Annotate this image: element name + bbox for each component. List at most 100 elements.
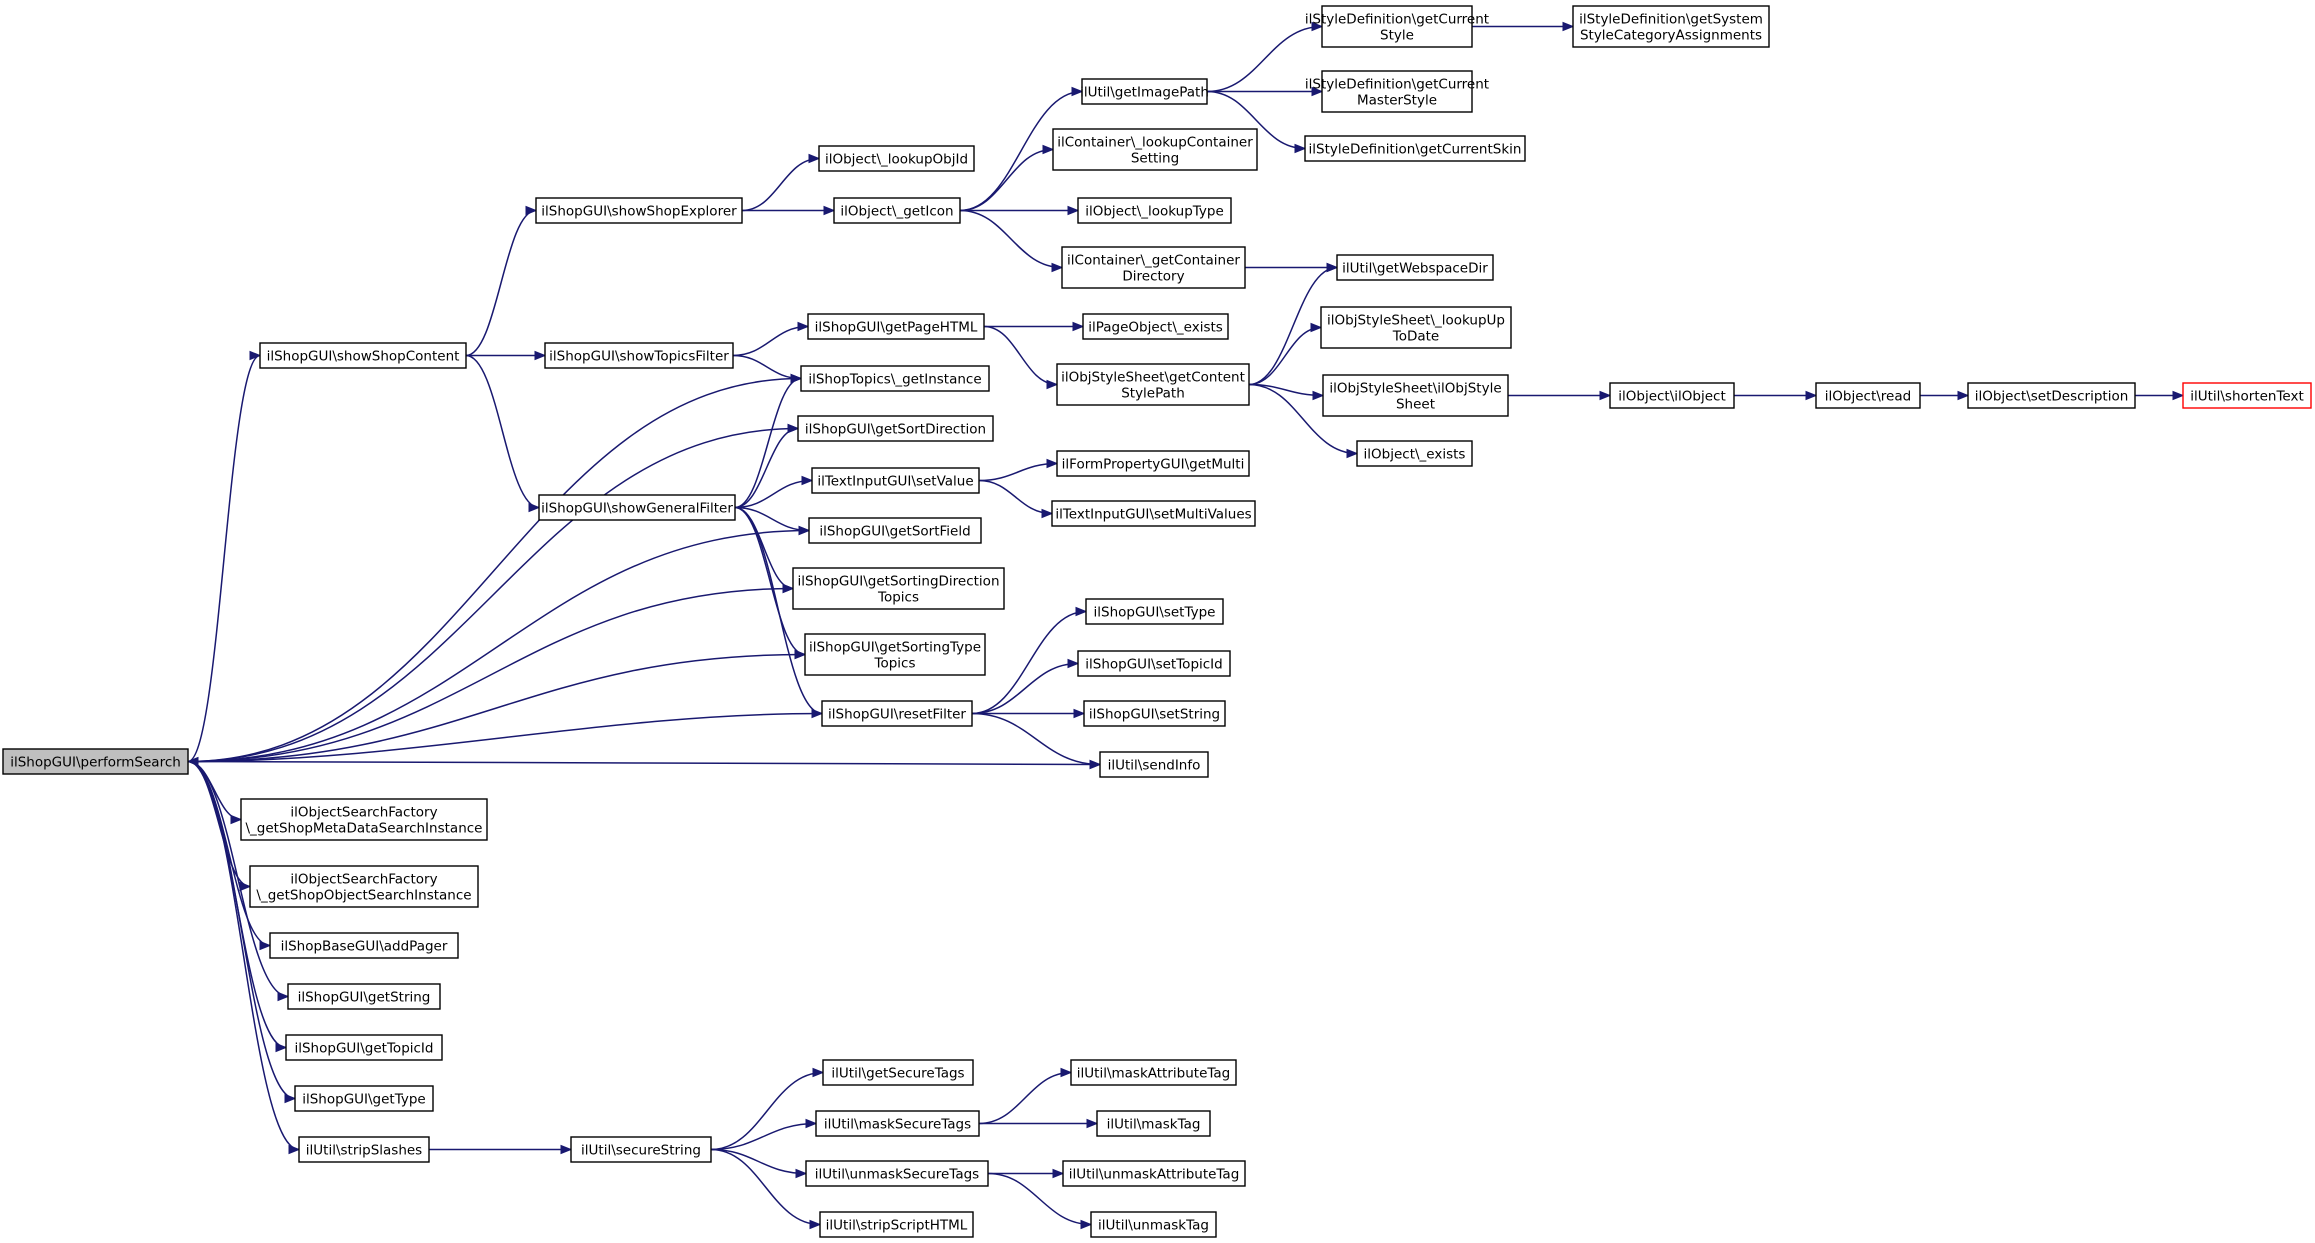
edge-arrowhead (801, 475, 814, 486)
node-mask-tag[interactable]: ilUtil\maskTag (1096, 1110, 1211, 1137)
call-edge (734, 475, 814, 509)
node-perform-search[interactable]: ilShopGUI\performSearch (2, 748, 189, 775)
node-set-value[interactable]: ilTextInputGUI\setValue (811, 467, 980, 494)
node-get-sort-direction[interactable]: ilShopGUI\getSortDirection (797, 415, 994, 442)
edge-arrowhead (1046, 458, 1059, 469)
node-get-image-path[interactable]: ilUtil\getImagePath (1080, 78, 1209, 105)
node-label: \_getShopMetaDataSearchInstance (246, 821, 483, 837)
node-label: ilUtil\unmaskAttributeTag (1069, 1167, 1240, 1183)
edge-line (187, 354, 261, 763)
node-lookup-type[interactable]: ilObject\_lookupType (1077, 197, 1232, 224)
node-meta-search[interactable]: ilObjectSearchFactory\_getShopMetaDataSe… (240, 798, 488, 841)
node-get-topic-id[interactable]: ilShopGUI\getTopicId (285, 1034, 443, 1061)
node-show-shop-explorer[interactable]: ilShopGUI\showShopExplorer (535, 197, 743, 224)
node-reset-filter[interactable]: ilShopGUI\resetFilter (821, 700, 973, 727)
node-strip-slashes[interactable]: ilUtil\stripSlashes (298, 1136, 430, 1163)
node-set-string[interactable]: ilShopGUI\setString (1083, 700, 1226, 727)
node-unmask-secure-tags[interactable]: ilUtil\unmaskSecureTags (805, 1160, 989, 1187)
node-box (294, 1085, 434, 1112)
edge-line (734, 377, 802, 509)
node-label: ilContainer\_lookupContainer (1057, 135, 1253, 151)
node-set-multi-values[interactable]: ilTextInputGUI\setMultiValues (1051, 500, 1256, 527)
node-label: ilObject\_lookupType (1085, 204, 1224, 220)
node-label: ilShopGUI\getSortingType (809, 640, 981, 656)
node-secure-string[interactable]: ilUtil\secureString (570, 1136, 712, 1163)
node-get-webspace-dir[interactable]: ilUtil\getWebspaceDir (1336, 254, 1494, 281)
node-label: ilObjectSearchFactory (290, 872, 437, 888)
node-get-multi[interactable]: ilFormPropertyGUI\getMulti (1056, 450, 1250, 477)
node-get-instance[interactable]: ilShopTopics\_getInstance (800, 365, 990, 392)
node-label: \_getShopObjectSearchInstance (256, 888, 471, 904)
node-add-pager[interactable]: ilShopBaseGUI\addPager (269, 932, 459, 959)
node-label: ilShopGUI\setType (1094, 605, 1216, 621)
node-show-shop-content[interactable]: ilShopGUI\showShopContent (259, 342, 467, 369)
node-il-obj-style-sheet[interactable]: ilObjStyleSheet\ilObjStyleSheet (1322, 374, 1509, 417)
node-obj-exists[interactable]: ilObject\_exists (1356, 440, 1473, 467)
node-get-sort-field[interactable]: ilShopGUI\getSortField (808, 517, 982, 544)
node-label: ilStyleDefinition\getCurrent (1305, 77, 1489, 93)
node-mask-secure-tags[interactable]: ilUtil\maskSecureTags (815, 1110, 980, 1137)
edge-arrowhead (812, 1067, 825, 1078)
node-lookup-obj-id[interactable]: ilObject\_lookupObjId (818, 145, 975, 172)
node-label: Setting (1131, 151, 1179, 167)
node-mask-attribute-tag[interactable]: ilUtil\maskAttributeTag (1070, 1059, 1237, 1086)
edge-arrowhead (1326, 262, 1339, 273)
edge-line (978, 462, 1058, 482)
node-il-object-ctor[interactable]: ilObject\ilObject (1609, 382, 1735, 409)
call-edge (959, 205, 1080, 216)
node-box (804, 633, 986, 676)
node-get-page-html[interactable]: ilShopGUI\getPageHTML (807, 313, 985, 340)
node-unmask-tag[interactable]: ilUtil\unmaskTag (1090, 1211, 1217, 1238)
node-get-icon[interactable]: ilObject\_getIcon (833, 197, 961, 224)
node-get-string[interactable]: ilShopGUI\getString (287, 983, 441, 1010)
node-box (269, 932, 459, 959)
edge-line (187, 529, 810, 763)
node-send-info[interactable]: ilUtil\sendInfo (1099, 751, 1209, 778)
call-edge (1919, 390, 1970, 401)
node-get-current-skin[interactable]: ilStyleDefinition\getCurrentSkin (1304, 135, 1526, 162)
node-show-topics-filter[interactable]: ilShopGUI\showTopicsFilter (544, 342, 734, 369)
edge-line (710, 1122, 817, 1151)
node-get-system-style[interactable]: ilStyleDefinition\getSystemStyleCategory… (1572, 5, 1770, 48)
edge-arrowhead (2172, 390, 2185, 401)
edge-arrowhead (1310, 322, 1323, 333)
node-label: ilStyleDefinition\getCurrent (1305, 12, 1489, 28)
node-label: Sheet (1396, 397, 1435, 413)
call-edge (987, 1172, 1093, 1230)
node-shorten-text[interactable]: ilUtil\shortenText (2182, 382, 2312, 409)
node-page-exists[interactable]: ilPageObject\_exists (1082, 313, 1229, 340)
node-set-type[interactable]: ilShopGUI\setType (1085, 598, 1224, 625)
node-label: Topics (874, 656, 916, 672)
node-get-type[interactable]: ilShopGUI\getType (294, 1085, 434, 1112)
node-label: ilShopGUI\getTopicId (294, 1041, 433, 1057)
node-object-search[interactable]: ilObjectSearchFactory\_getShopObjectSear… (249, 865, 479, 908)
node-get-secure-tags[interactable]: ilUtil\getSecureTags (822, 1059, 974, 1086)
call-edge (1248, 322, 1323, 386)
edge-arrowhead (1086, 1118, 1099, 1129)
node-label: ToDate (1392, 329, 1439, 345)
edge-arrowhead (1046, 379, 1059, 390)
edge-arrowhead (798, 525, 811, 536)
edge-arrowhead (1073, 708, 1086, 719)
node-unmask-attribute-tag[interactable]: ilUtil\unmaskAttributeTag (1062, 1160, 1246, 1187)
node-layer: ilShopGUI\performSearch ilShopGUI\showSho… (2, 5, 2312, 1238)
call-edge (734, 373, 803, 509)
node-strip-script-html[interactable]: ilUtil\stripScriptHTML (819, 1211, 974, 1238)
edge-arrowhead (797, 321, 810, 332)
node-label: ilUtil\maskSecureTags (824, 1117, 971, 1133)
node-label: ilUtil\secureString (581, 1143, 701, 1159)
node-set-description[interactable]: ilObject\setDescription (1967, 382, 2136, 409)
edge-arrowhead (1294, 143, 1307, 154)
node-set-topic-id[interactable]: ilShopGUI\setTopicId (1077, 650, 1231, 677)
node-read[interactable]: ilObject\read (1815, 382, 1921, 409)
edge-line (734, 427, 799, 509)
node-show-general-filter[interactable]: ilShopGUI\showGeneralFilter (538, 494, 736, 521)
